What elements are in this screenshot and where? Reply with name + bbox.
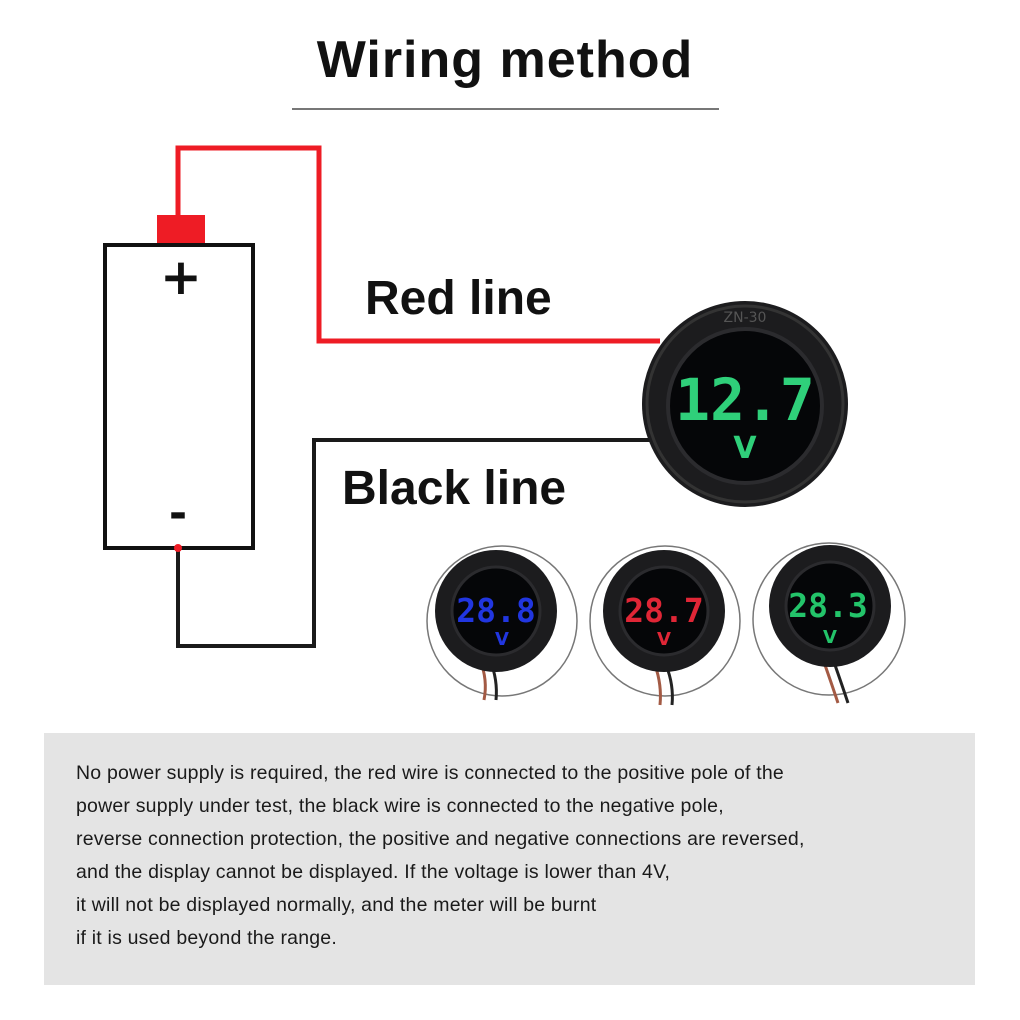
battery-body — [103, 243, 255, 550]
battery-positive-terminal — [157, 215, 205, 247]
red-meter-unit: V — [657, 629, 671, 650]
note-panel — [44, 733, 975, 985]
battery: + - — [103, 215, 255, 552]
blue-meter-unit: V — [495, 629, 509, 650]
main-voltmeter: ZN-30 12.7 V — [642, 301, 848, 507]
variant-meter-green: 28.3 V — [752, 542, 906, 704]
blue-meter-reading: 28.8 — [456, 591, 535, 630]
red-line-label: Red line — [365, 272, 552, 325]
red-meter-reading: 28.7 — [624, 591, 703, 630]
green-meter-unit: V — [823, 627, 837, 648]
note-line: if it is used beyond the range. — [76, 927, 337, 949]
green-meter-reading: 28.3 — [788, 586, 867, 625]
wiring-diagram: + - Red line Black line ZN-30 12.7 V 28.… — [103, 145, 906, 706]
main-meter-unit: V — [733, 431, 757, 466]
black-line-label: Black line — [342, 462, 566, 515]
title-underline — [292, 108, 719, 110]
wiring-note: No power supply is required, the red wir… — [76, 757, 956, 955]
variant-meter-blue: 28.8 V — [426, 545, 578, 701]
note-line: power supply under test, the black wire … — [76, 795, 724, 817]
page-title: Wiring method — [316, 31, 694, 89]
red-wire — [175, 145, 660, 344]
main-meter-reading: 12.7 — [675, 366, 815, 434]
note-line: reverse connection protection, the posit… — [76, 828, 805, 850]
battery-positive-symbol: + — [160, 248, 202, 306]
note-line: No power supply is required, the red wir… — [76, 762, 784, 784]
main-meter-model: ZN-30 — [724, 310, 767, 326]
variant-meter-red: 28.7 V — [589, 545, 741, 706]
note-line: and the display cannot be displayed. If … — [76, 861, 671, 883]
note-line: it will not be displayed normally, and t… — [76, 894, 597, 916]
black-wire — [176, 438, 660, 648]
main-meter-display — [666, 327, 824, 485]
battery-negative-terminal — [174, 544, 182, 552]
battery-negative-symbol: - — [169, 488, 187, 539]
